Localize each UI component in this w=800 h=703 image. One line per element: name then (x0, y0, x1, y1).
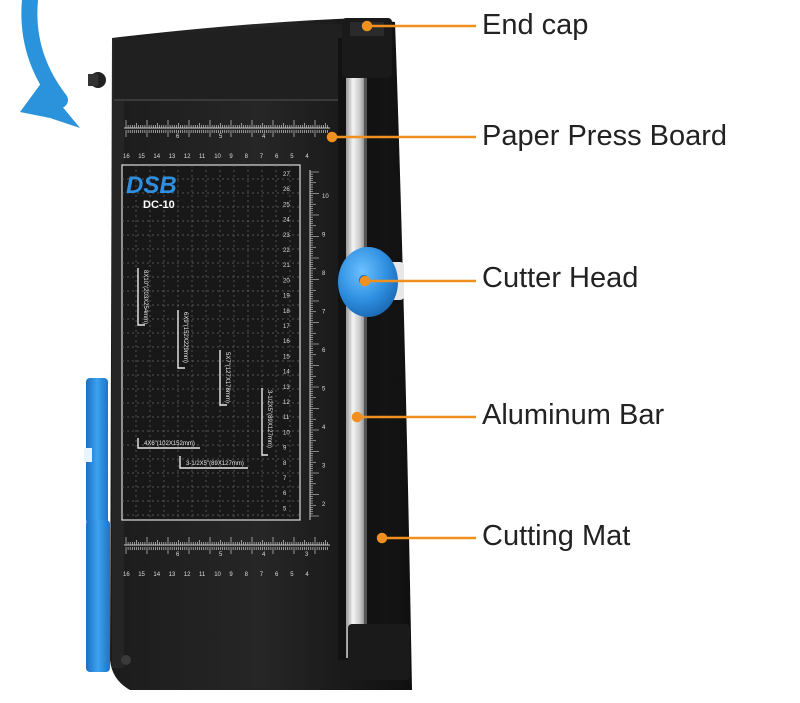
side-ruler-inch-number: 9 (322, 233, 326, 239)
side-ruler-inch-number: 10 (322, 194, 329, 200)
ruler-inch-number: 5 (219, 134, 223, 140)
bottom-end-cap (348, 624, 410, 680)
side-ruler-number: 27 (283, 172, 290, 178)
label-cutting-mat: Cutting Mat (482, 520, 631, 552)
ruler-number: 10 (214, 572, 221, 578)
side-ruler-number: 24 (283, 218, 290, 224)
paper-press-board (114, 24, 345, 101)
ruler-number: 12 (184, 154, 191, 160)
side-ruler-number: 21 (283, 263, 290, 269)
side-ruler-inch-number: 7 (322, 310, 326, 316)
side-ruler-number: 25 (283, 202, 290, 208)
side-ruler-inch-number: 6 (322, 348, 326, 354)
side-ruler-number: 19 (283, 294, 290, 300)
side-ruler-number: 26 (283, 187, 290, 193)
ruler-number: 9 (229, 154, 233, 160)
photo-size-label: 3-1/2X5"(89X127mm) (266, 390, 272, 448)
ruler-number: 13 (169, 572, 176, 578)
cutting-mat-grid (121, 164, 301, 521)
side-ruler-number: 13 (283, 385, 290, 391)
ruler-number: 7 (260, 154, 264, 160)
ruler-inch-number: 6 (176, 552, 180, 558)
side-ruler-number: 10 (283, 430, 290, 436)
ruler-number: 15 (138, 572, 145, 578)
side-ruler-number: 23 (283, 233, 290, 239)
side-ruler-number: 5 (283, 506, 287, 512)
side-ruler-inch-number: 3 (322, 464, 326, 470)
ruler-number: 12 (184, 572, 191, 578)
ruler-number: 4 (305, 572, 309, 578)
side-ruler-number: 7 (283, 476, 287, 482)
ruler-number: 6 (275, 154, 279, 160)
side-ruler-number: 16 (283, 339, 290, 345)
ruler-number: 16 (123, 154, 130, 160)
label-aluminum-bar: Aluminum Bar (482, 399, 665, 431)
side-ruler-number: 11 (283, 415, 290, 421)
side-ruler-number: 9 (283, 446, 287, 452)
ruler-number: 6 (275, 572, 279, 578)
ruler-number: 14 (153, 154, 160, 160)
ruler-number: 9 (229, 572, 233, 578)
photo-size-label: 3-1/2X5"(89X127mm) (186, 461, 244, 467)
photo-size-label: 6X9"(152X229mm) (182, 312, 188, 363)
label-end-cap: End cap (482, 9, 589, 41)
blue-side-handle (84, 378, 110, 672)
ruler-number: 10 (214, 154, 221, 160)
side-ruler-number: 14 (283, 370, 290, 376)
ruler-number: 11 (199, 572, 206, 578)
side-ruler-number: 15 (283, 354, 290, 360)
side-ruler-number: 17 (283, 324, 290, 330)
side-ruler-number: 6 (283, 491, 287, 497)
svg-text:DSB: DSB (126, 172, 177, 199)
label-cutter-head: Cutter Head (482, 262, 639, 294)
ruler-inch-number: 6 (176, 134, 180, 140)
side-ruler-number: 20 (283, 278, 290, 284)
photo-size-label: 5X7"(127X178mm) (224, 352, 230, 403)
photo-size-guides (137, 268, 268, 469)
ruler-inch-number: 3 (305, 552, 309, 558)
ruler-inch-number: 4 (262, 552, 266, 558)
side-ruler-inch-number: 5 (322, 387, 326, 393)
callout-lines (326, 20, 476, 544)
ruler-number: 13 (169, 154, 176, 160)
brand-logo: DSB DC-10 (126, 172, 177, 211)
side-ruler: 2726252423222120191817161514131211109876… (283, 170, 329, 520)
label-paper-press-board: Paper Press Board (482, 120, 728, 152)
side-ruler-number: 8 (283, 461, 287, 467)
top-ruler: 16 15 14 13 12 11 10 9 8 7 6 5 4 6 5 4 (123, 120, 330, 160)
ruler-number: 8 (245, 154, 249, 160)
ruler-number: 5 (290, 154, 294, 160)
ruler-number: 8 (245, 572, 249, 578)
side-ruler-inch-number: 8 (322, 271, 326, 277)
side-ruler-inch-number: 4 (322, 425, 326, 431)
svg-text:DC-10: DC-10 (143, 199, 175, 211)
ruler-number: 5 (290, 572, 294, 578)
photo-size-label: 4X6"(102X152mm) (144, 441, 195, 447)
photo-size-label: 8X10"(203X254mm) (142, 270, 148, 324)
side-ruler-number: 18 (283, 309, 290, 315)
bottom-ruler: 1615141312111098765465432 (123, 537, 352, 578)
ruler-inch-number: 5 (219, 552, 223, 558)
ruler-number: 4 (305, 154, 309, 160)
side-ruler-inch-number: 2 (322, 502, 326, 508)
ruler-number: 16 (123, 572, 130, 578)
side-ruler-number: 22 (283, 248, 290, 254)
ruler-number: 11 (199, 154, 206, 160)
ruler-number: 14 (153, 572, 160, 578)
side-ruler-number: 12 (283, 400, 290, 406)
ruler-number: 7 (260, 572, 264, 578)
ruler-inch-number: 4 (262, 134, 266, 140)
aluminum-bar (336, 28, 386, 660)
ruler-number: 15 (138, 154, 145, 160)
rotate-arrow-icon (20, 0, 80, 128)
